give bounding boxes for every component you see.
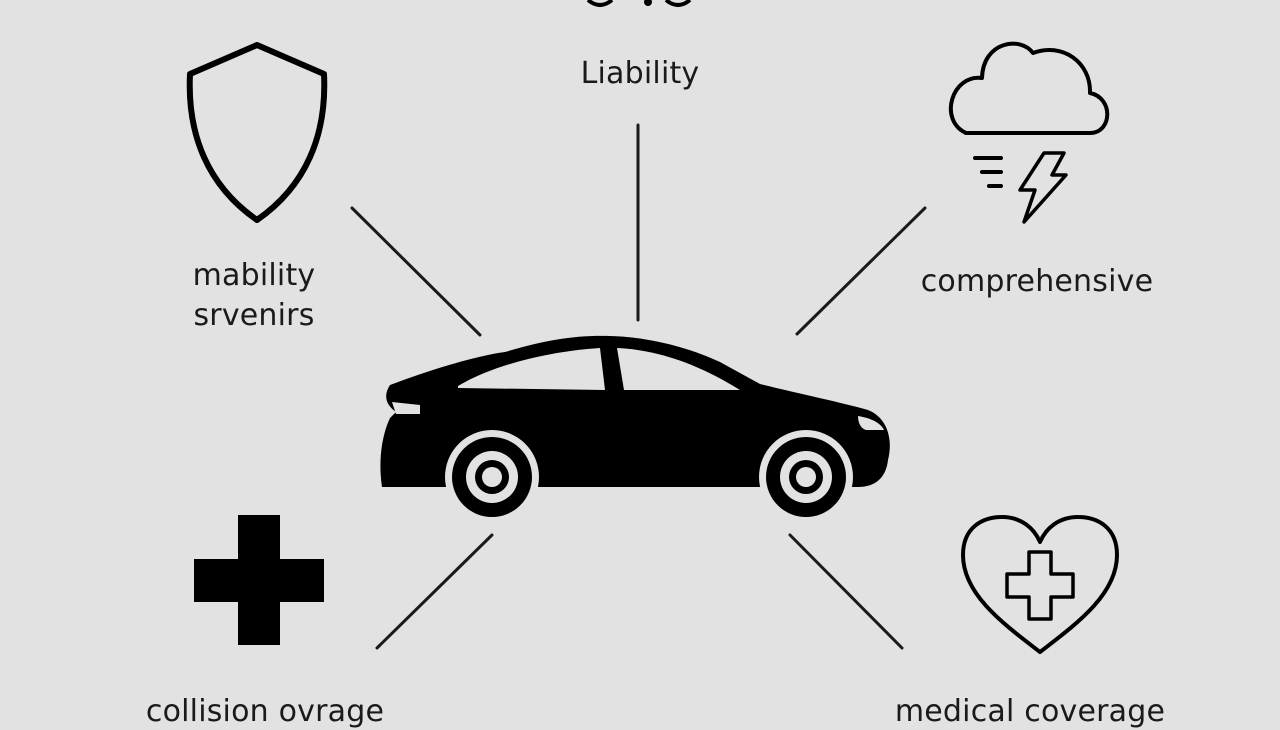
shield-icon bbox=[186, 42, 328, 223]
comprehensive-label: comprehensive bbox=[920, 264, 1154, 299]
mobility-label-line2: srvenirs bbox=[193, 298, 315, 333]
heart-plus-icon bbox=[961, 515, 1119, 654]
mobility-label-line1: mability bbox=[192, 258, 316, 293]
storm-cloud-icon bbox=[948, 41, 1110, 224]
mobility-label: mability srvenirs bbox=[193, 256, 316, 336]
liability-label: Liability bbox=[580, 56, 700, 91]
connector-lines bbox=[350, 123, 927, 650]
connector-mobility bbox=[350, 206, 482, 337]
collision-label: collision ovrage bbox=[145, 694, 385, 729]
plus-cross-icon bbox=[194, 515, 324, 645]
medical-label: medical coverage bbox=[894, 694, 1166, 729]
cropped-top-icon bbox=[586, 0, 692, 7]
connector-comprehensive bbox=[795, 206, 927, 336]
connector-medical bbox=[788, 533, 904, 650]
car-icon bbox=[380, 335, 890, 524]
connector-collision bbox=[375, 533, 494, 650]
